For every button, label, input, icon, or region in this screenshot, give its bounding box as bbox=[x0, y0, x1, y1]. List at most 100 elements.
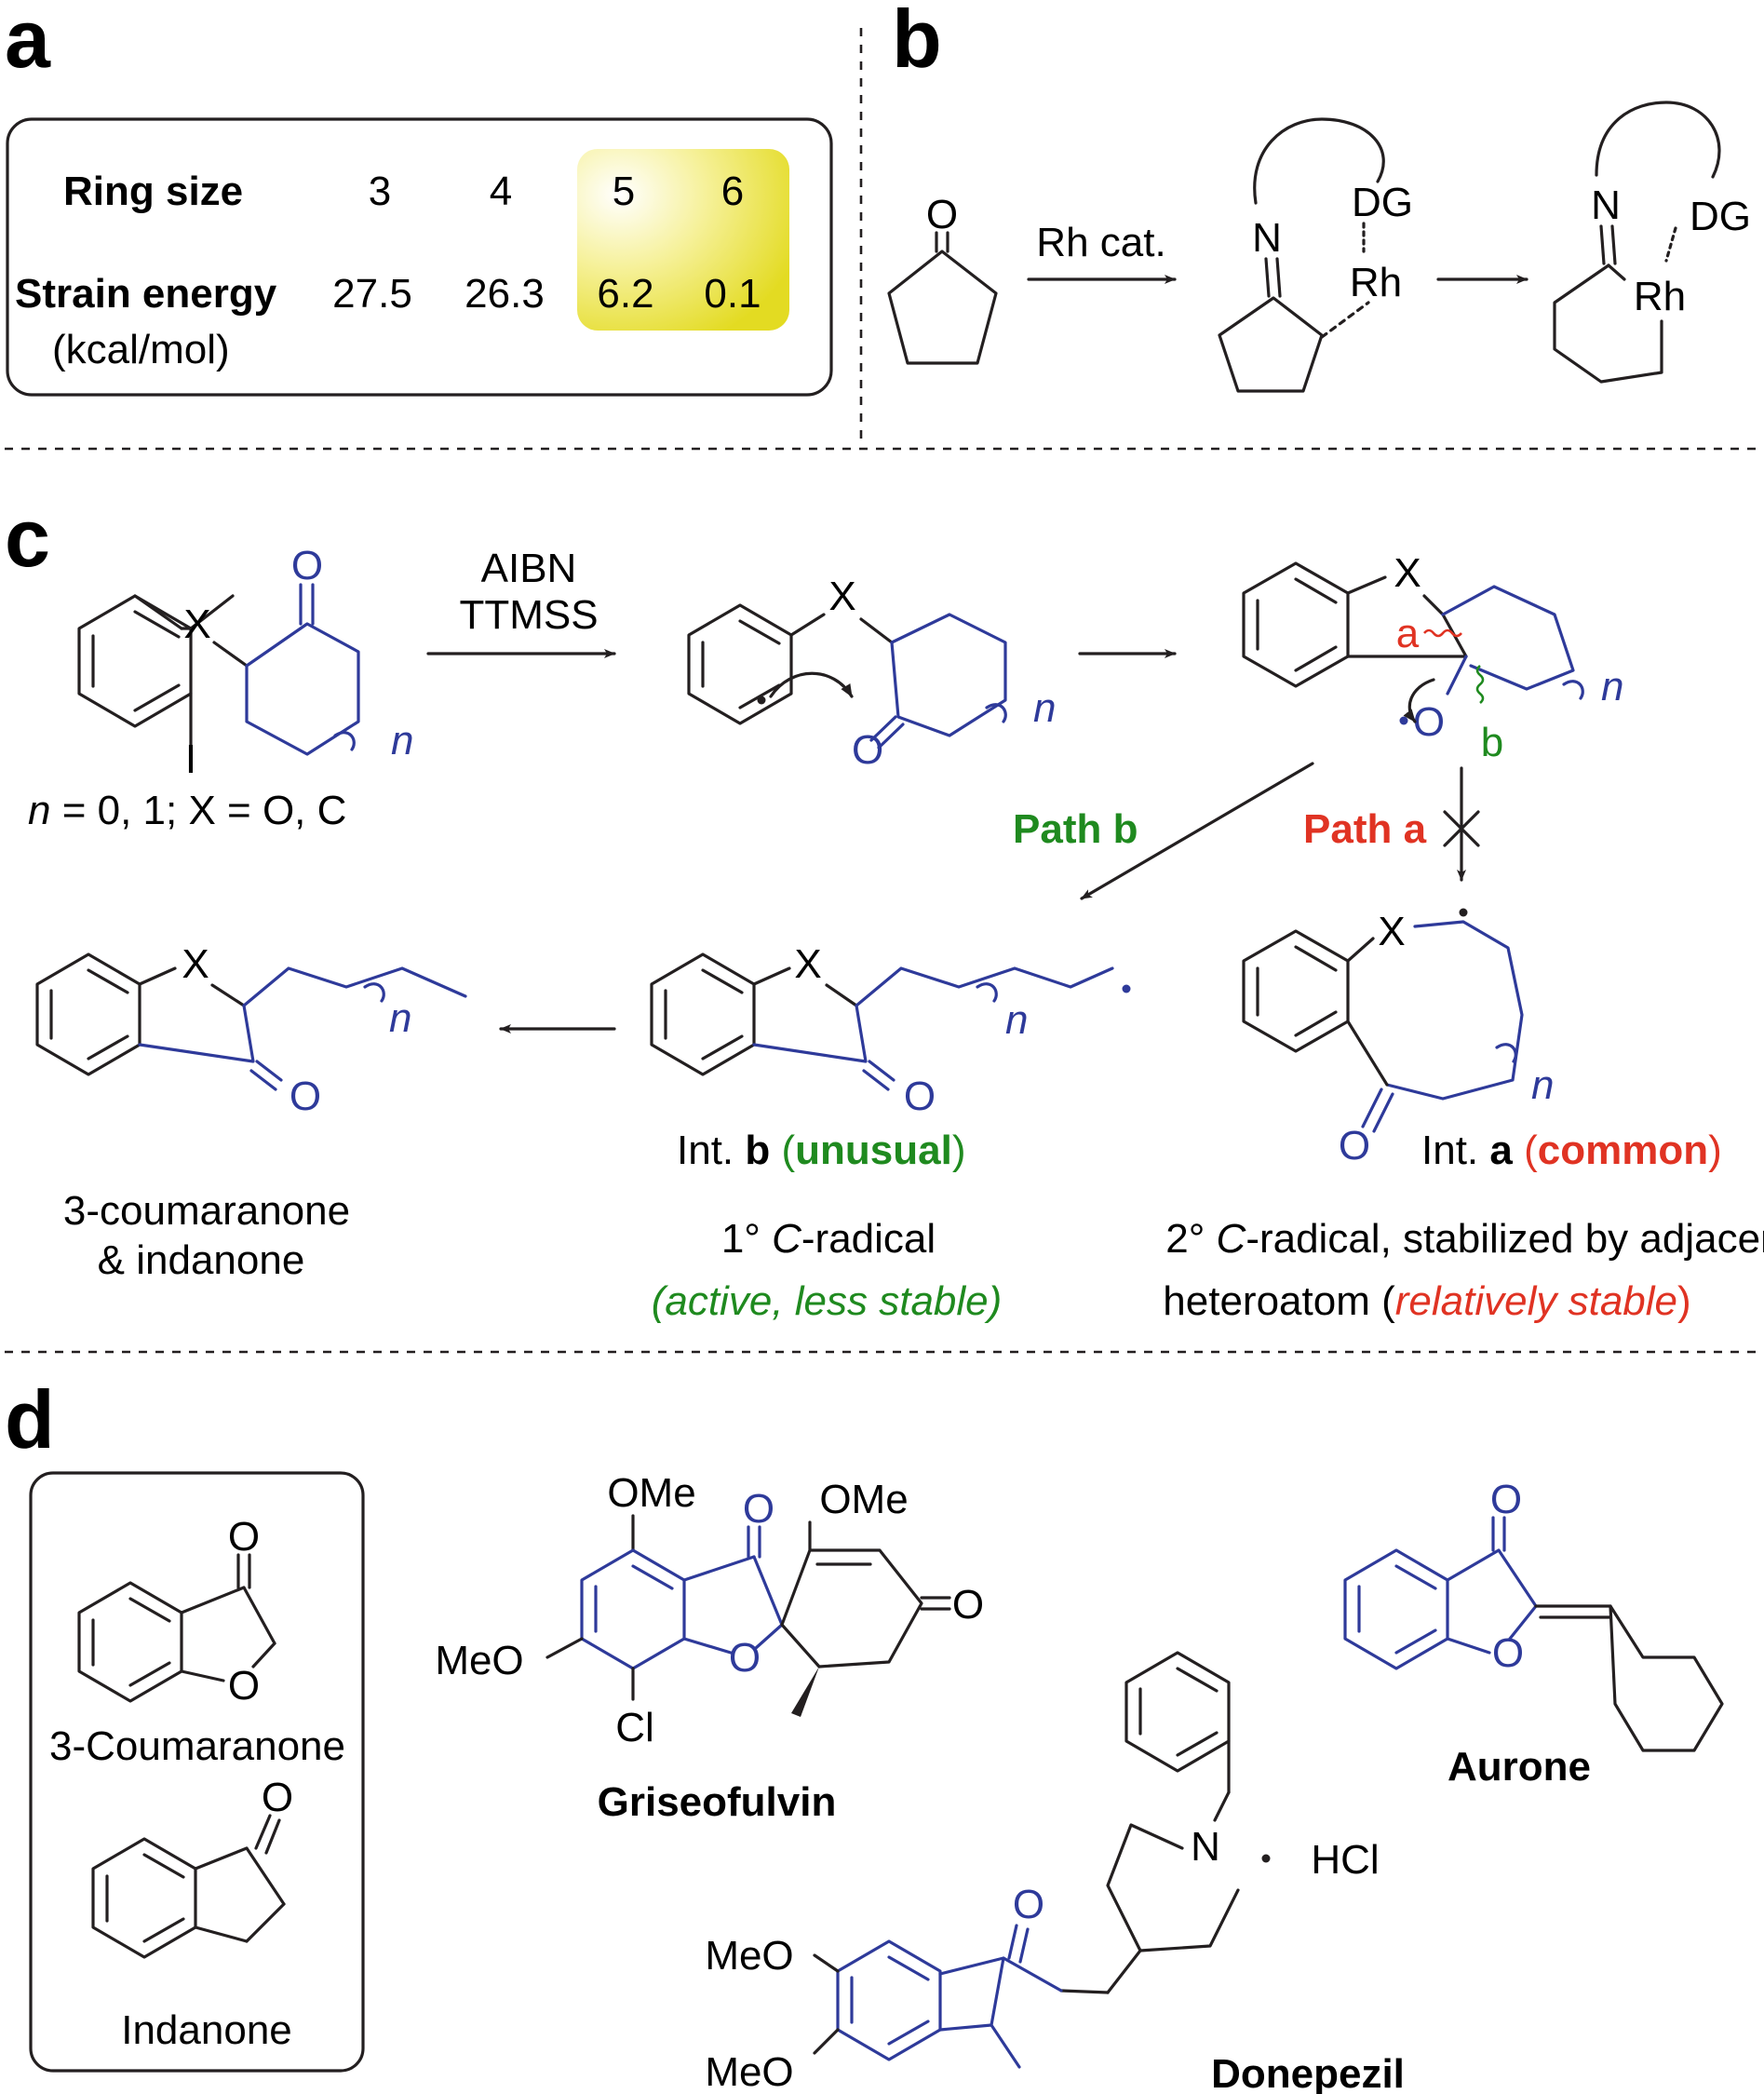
gris-meo: MeO bbox=[435, 1638, 523, 1683]
donepezil-structure: N HCl O MeO MeO bbox=[705, 1651, 1380, 2094]
sm-o: O bbox=[291, 543, 323, 588]
rad-a-l2-pre: heteroatom ( bbox=[1163, 1278, 1395, 1324]
gris-o-ring: O bbox=[729, 1635, 761, 1681]
intermediate-a: X O n Int. a (common) bbox=[1242, 908, 1722, 1173]
gris-ome-2: OMe bbox=[819, 1477, 908, 1522]
aurone-o-ketone: O bbox=[1490, 1477, 1522, 1522]
rad-b-line-1: 1° C-radical bbox=[721, 1216, 936, 1262]
rad-a-l1-post: -radical, stabilized by adjacent bbox=[1246, 1216, 1764, 1262]
coum-o-ketone: O bbox=[228, 1514, 260, 1560]
int-b-open: ( bbox=[770, 1128, 795, 1173]
coumaranone-label: 3-Coumaranone bbox=[49, 1723, 345, 1769]
rh-label-1: Rh bbox=[1350, 260, 1402, 305]
int-a-o: O bbox=[1339, 1123, 1370, 1169]
alk-rad-n: n bbox=[1601, 664, 1623, 709]
int-b-tag: unusual bbox=[795, 1128, 952, 1173]
griseofulvin-name: Griseofulvin bbox=[598, 1779, 837, 1825]
ring-size-3: 3 bbox=[369, 169, 391, 214]
sm-x: X bbox=[183, 601, 210, 647]
aryl-radical: X O n bbox=[687, 574, 1056, 773]
panel-label-b: b bbox=[892, 0, 942, 85]
gris-o-enone: O bbox=[952, 1582, 984, 1628]
strain-value-5: 6.2 bbox=[597, 271, 653, 317]
rad-a-l1-c: C bbox=[1217, 1216, 1247, 1262]
rad-b-l1-c: C bbox=[772, 1216, 802, 1262]
panel-b-scheme: O Rh cat. N DG Rh N DG Rh bbox=[887, 101, 1751, 393]
rad-b-l1-pre: 1° bbox=[721, 1216, 772, 1262]
donepezil-meo-2: MeO bbox=[705, 2049, 793, 2094]
int-a-n: n bbox=[1531, 1062, 1554, 1108]
donepezil-o-ketone: O bbox=[1013, 1882, 1044, 1927]
dg-label-1: DG bbox=[1352, 180, 1413, 225]
product-line-1: 3-coumaranone bbox=[63, 1188, 350, 1234]
ring-size-5: 5 bbox=[613, 169, 635, 214]
gris-ome-1: OMe bbox=[607, 1470, 695, 1516]
bond-b-label: b bbox=[1481, 720, 1503, 765]
int-a-caption: Int. a (common) bbox=[1421, 1128, 1722, 1173]
rad-b-l1-post: -radical bbox=[801, 1216, 936, 1262]
int-a-letter: a bbox=[1489, 1128, 1513, 1173]
alk-rad-o: O bbox=[1413, 699, 1445, 745]
prod-o: O bbox=[290, 1074, 321, 1119]
ar-rad-n: n bbox=[1033, 685, 1056, 731]
strain-energy-label: Strain energy bbox=[15, 271, 277, 317]
bond-a-label: a bbox=[1396, 611, 1420, 656]
imine-n: N bbox=[1252, 215, 1282, 261]
highlight-5-6 bbox=[577, 149, 789, 331]
strain-value-6: 0.1 bbox=[704, 271, 761, 317]
aurone-name: Aurone bbox=[1448, 1744, 1591, 1790]
indanone-label: Indanone bbox=[121, 2007, 292, 2053]
rad-a-l2-post: ) bbox=[1677, 1278, 1691, 1324]
scope-n: n bbox=[28, 788, 50, 833]
ring-size-6: 6 bbox=[721, 169, 744, 214]
ar-rad-x: X bbox=[828, 574, 855, 619]
path-a-cross-2 bbox=[1443, 810, 1480, 847]
donepezil-n: N bbox=[1191, 1824, 1220, 1870]
int-b-caption: Int. b (unusual) bbox=[677, 1128, 966, 1173]
int-a-tag: common bbox=[1538, 1128, 1708, 1173]
int-a-pre: Int. bbox=[1421, 1128, 1489, 1173]
ring-size-4: 4 bbox=[490, 169, 512, 214]
rad-b-line-2: (active, less stable) bbox=[652, 1278, 1003, 1324]
int-a-x: X bbox=[1378, 909, 1405, 954]
alk-rad-x: X bbox=[1394, 550, 1421, 596]
panel-c-scheme: I X O n n = 0, 1; X = O, C AIBN TTMSS X bbox=[28, 543, 1764, 1324]
reagent-aibn: AIBN bbox=[481, 546, 577, 591]
prod-x: X bbox=[182, 941, 209, 987]
scope-text: n = 0, 1; X = O, C bbox=[28, 788, 346, 833]
panel-d: O O 3-Coumaranone O Indanone OMe MeO Cl bbox=[29, 1470, 1724, 2094]
rad-a-l1-pre: 2° bbox=[1165, 1216, 1216, 1262]
int-a-open: ( bbox=[1513, 1128, 1538, 1173]
rad-a-line-1: 2° C-radical, stabilized by adjacent bbox=[1165, 1216, 1764, 1262]
rad-a-l2-it: relatively stable bbox=[1395, 1278, 1677, 1324]
aurone-o-ring: O bbox=[1492, 1630, 1524, 1676]
ring-size-label: Ring size bbox=[63, 169, 243, 214]
reagent-rh-cat: Rh cat. bbox=[1036, 220, 1165, 265]
table-box bbox=[6, 117, 833, 397]
indanone-structure: O bbox=[91, 1775, 293, 1959]
prod-n: n bbox=[389, 995, 411, 1041]
path-a-label: Path a bbox=[1303, 806, 1427, 852]
reagent-ttmss: TTMSS bbox=[459, 592, 598, 638]
int-b-x: X bbox=[794, 941, 821, 987]
gris-cl: Cl bbox=[615, 1705, 654, 1750]
coum-o-ring: O bbox=[228, 1663, 260, 1709]
arrow-path-b bbox=[1080, 762, 1314, 900]
path-b-label: Path b bbox=[1013, 806, 1138, 852]
sm-n: n bbox=[391, 718, 413, 763]
scope-rest: = 0, 1; X = O, C bbox=[50, 788, 346, 833]
imine-n-2: N bbox=[1591, 182, 1621, 228]
product-line-2: & indanone bbox=[98, 1237, 305, 1283]
ar-rad-o: O bbox=[852, 727, 883, 773]
panel-label-c: c bbox=[5, 492, 50, 584]
starting-material: I X O n n = 0, 1; X = O, C bbox=[28, 543, 413, 833]
strain-value-3: 27.5 bbox=[332, 271, 412, 317]
ind-o: O bbox=[262, 1775, 293, 1820]
donepezil-hcl: HCl bbox=[1311, 1837, 1379, 1883]
griseofulvin-structure: OMe MeO Cl O O OMe O bbox=[435, 1470, 984, 1750]
int-b-letter: b bbox=[745, 1128, 770, 1173]
dg-label-2: DG bbox=[1690, 194, 1751, 239]
rh-label-2: Rh bbox=[1634, 274, 1686, 319]
unit-label: (kcal/mol) bbox=[52, 327, 230, 372]
